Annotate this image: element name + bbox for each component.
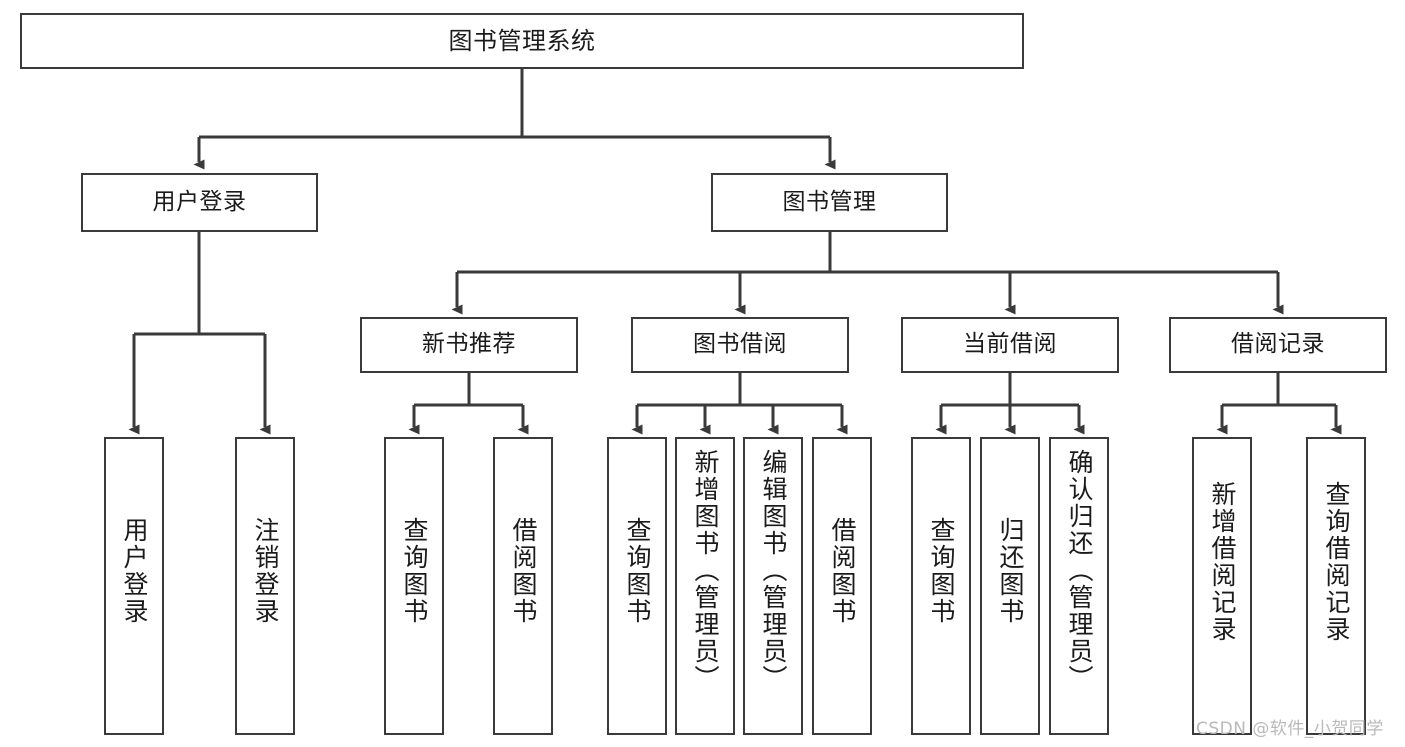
node-current-borrow[interactable]: 当前借阅 bbox=[901, 317, 1119, 373]
node-label: 借阅图书 bbox=[828, 517, 857, 625]
leaf-return-book[interactable]: 归还图书 bbox=[980, 437, 1040, 735]
leaf-query-borrow-record[interactable]: 查询借阅记录 bbox=[1306, 437, 1366, 735]
node-label: 当前借阅 bbox=[963, 331, 1057, 358]
leaf-query-book-current[interactable]: 查询图书 bbox=[911, 437, 971, 735]
node-label: 查询图书 bbox=[623, 517, 652, 625]
node-label: 归还图书 bbox=[996, 517, 1025, 625]
leaf-query-book-borrow[interactable]: 查询图书 bbox=[607, 437, 667, 735]
leaf-borrow-book[interactable]: 借阅图书 bbox=[812, 437, 872, 735]
node-label: 编辑图书（管理员） bbox=[759, 449, 788, 692]
node-label: 图书管理系统 bbox=[448, 26, 596, 55]
node-label: 新增图书（管理员） bbox=[691, 449, 720, 692]
node-label: 查询图书 bbox=[927, 517, 956, 625]
node-label: 查询图书 bbox=[400, 517, 429, 625]
leaf-edit-book-admin[interactable]: 编辑图书（管理员） bbox=[743, 437, 803, 735]
leaf-confirm-return-admin[interactable]: 确认归还（管理员） bbox=[1049, 437, 1109, 735]
node-book-borrow[interactable]: 图书借阅 bbox=[631, 317, 849, 373]
node-label: 新增借阅记录 bbox=[1208, 481, 1237, 643]
leaf-user-login[interactable]: 用户登录 bbox=[104, 437, 164, 735]
leaf-query-book-new[interactable]: 查询图书 bbox=[384, 437, 444, 735]
leaf-add-borrow-record[interactable]: 新增借阅记录 bbox=[1192, 437, 1252, 735]
node-label: 用户登录 bbox=[152, 188, 247, 215]
node-book-management[interactable]: 图书管理 bbox=[711, 173, 948, 232]
node-new-book-recommend[interactable]: 新书推荐 bbox=[360, 317, 578, 373]
node-label: 查询借阅记录 bbox=[1322, 481, 1351, 643]
leaf-borrow-book-new[interactable]: 借阅图书 bbox=[493, 437, 553, 735]
leaf-add-book-admin[interactable]: 新增图书（管理员） bbox=[675, 437, 735, 735]
node-label: 借阅记录 bbox=[1231, 331, 1325, 358]
node-label: 图书借阅 bbox=[693, 331, 787, 358]
leaf-logout[interactable]: 注销登录 bbox=[235, 437, 295, 735]
node-borrow-record[interactable]: 借阅记录 bbox=[1169, 317, 1387, 373]
csdn-watermark: CSDN @软件_小贺同学 bbox=[1196, 719, 1384, 739]
node-label: 借阅图书 bbox=[509, 517, 538, 625]
node-label: 新书推荐 bbox=[422, 331, 516, 358]
node-label: 注销登录 bbox=[251, 517, 280, 625]
node-label: 确认归还（管理员） bbox=[1065, 449, 1094, 692]
node-label: 图书管理 bbox=[782, 188, 877, 215]
node-label: 用户登录 bbox=[120, 517, 149, 625]
node-user-login[interactable]: 用户登录 bbox=[81, 173, 318, 232]
node-root-system[interactable]: 图书管理系统 bbox=[20, 13, 1024, 69]
